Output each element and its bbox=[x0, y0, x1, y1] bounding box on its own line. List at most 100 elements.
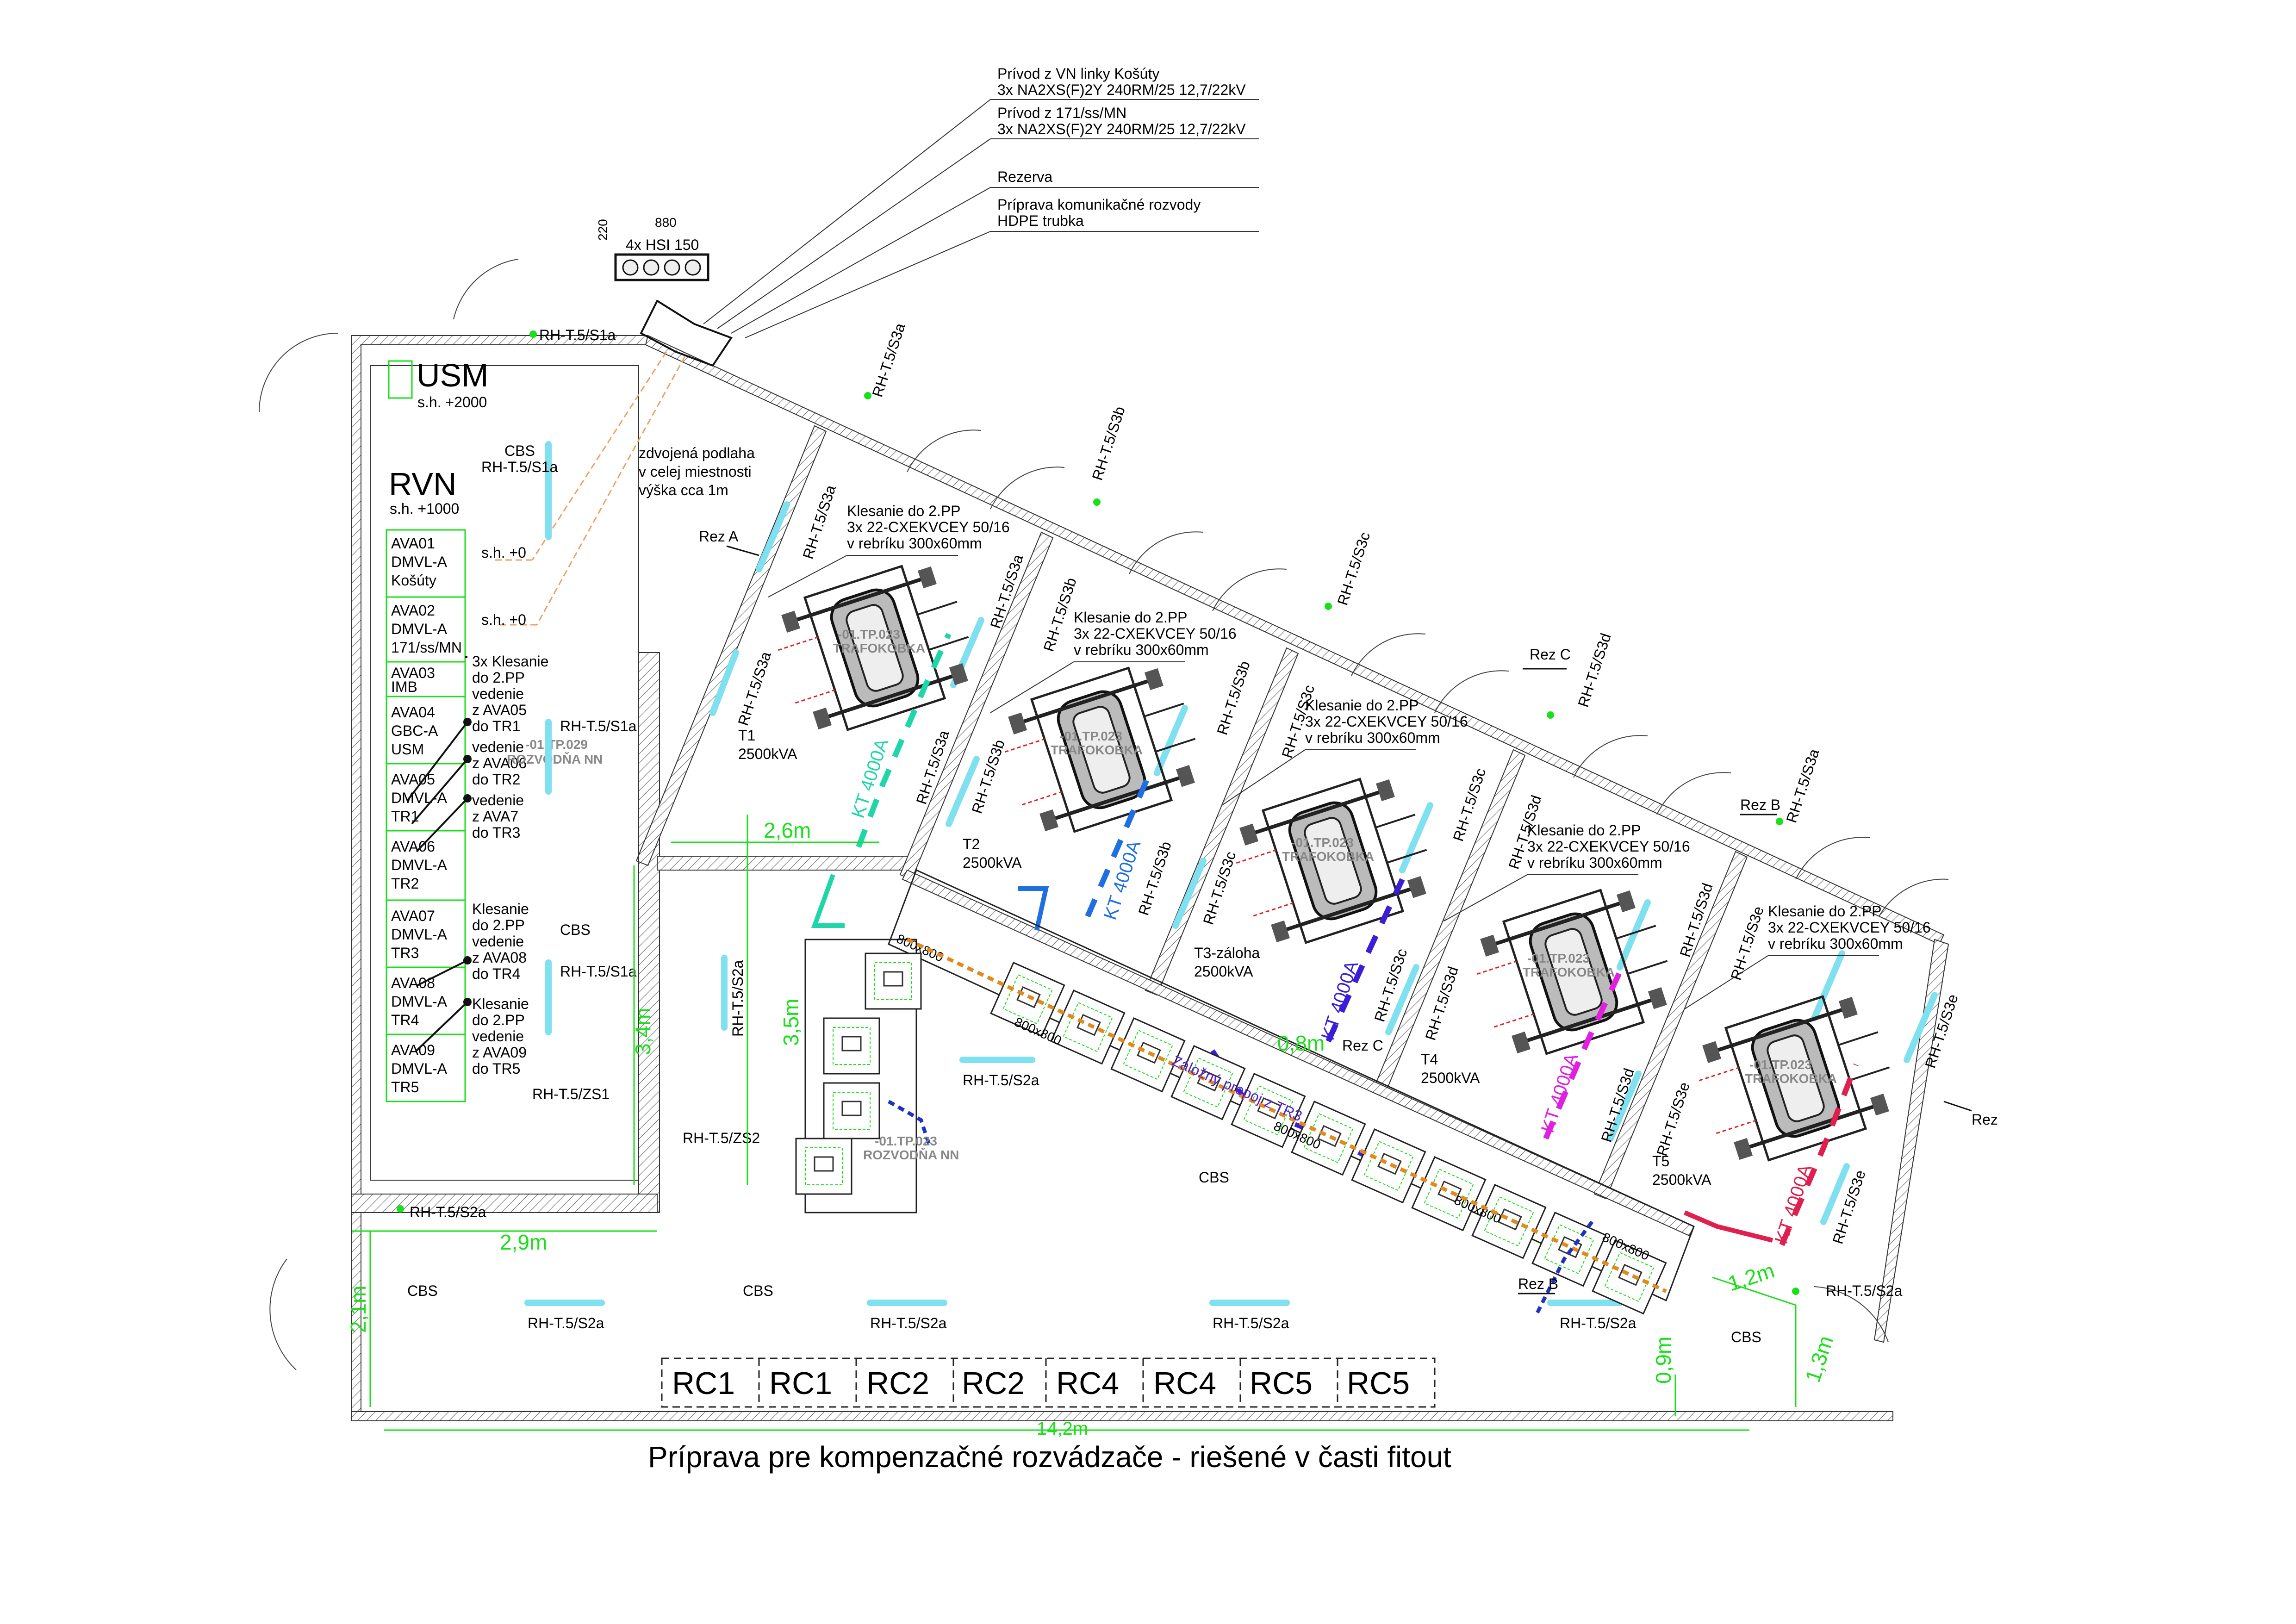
usm-cabinet bbox=[388, 360, 413, 399]
t1-power: 2500kVA bbox=[738, 746, 797, 762]
svg-text:z AVA08: z AVA08 bbox=[472, 949, 527, 966]
transformer-t2[interactable]: -01.TP.023 TRAFOKOBKA T2 2500kVA KT 4000… bbox=[963, 655, 1211, 931]
svg-text:AVA08: AVA08 bbox=[391, 975, 435, 991]
door-swings bbox=[259, 259, 1949, 1370]
building-walls bbox=[351, 335, 1949, 1421]
feeder-2-line2: 3x NA2XS(F)2Y 240RM/25 12,7/22kV bbox=[997, 121, 1246, 137]
t4-power: 2500kVA bbox=[1421, 1070, 1480, 1086]
svg-text:3,4m: 3,4m bbox=[631, 1008, 655, 1055]
svg-text:vedenie: vedenie bbox=[472, 792, 524, 809]
svg-text:RH-T.5/S2a: RH-T.5/S2a bbox=[410, 1204, 486, 1220]
svg-text:Rez: Rez bbox=[1972, 1111, 1998, 1128]
svg-text:RH-T.5/S2a: RH-T.5/S2a bbox=[1213, 1315, 1289, 1332]
svg-text:RH-T.5/S2a: RH-T.5/S2a bbox=[870, 1315, 947, 1332]
transformer-t5[interactable]: -01.TP.023 TRAFOKOBKA T5 2500kVA KT 4000… bbox=[1652, 984, 1905, 1246]
floor-note-2: v celej miestnosti bbox=[639, 463, 752, 480]
svg-text:Rez C: Rez C bbox=[1530, 646, 1571, 663]
svg-text:TR5: TR5 bbox=[391, 1079, 419, 1095]
svg-text:do TR5: do TR5 bbox=[472, 1060, 520, 1077]
svg-text:AVA06: AVA06 bbox=[391, 838, 435, 855]
svg-text:Rez B: Rez B bbox=[1518, 1276, 1558, 1292]
rvn-room-name: RVN bbox=[389, 466, 457, 502]
svg-text:-01.TP.023: -01.TP.023 bbox=[1527, 951, 1590, 965]
t2-power: 2500kVA bbox=[963, 854, 1022, 871]
svg-text:RH-T.5/ZS1: RH-T.5/ZS1 bbox=[532, 1086, 610, 1102]
svg-text:USM: USM bbox=[391, 741, 424, 758]
svg-text:RH-T.5/S3b: RH-T.5/S3b bbox=[1213, 659, 1253, 737]
svg-text:RH-T.5/S2a: RH-T.5/S2a bbox=[528, 1315, 604, 1332]
switchgear-ava02[interactable]: AVA02 DMVL-A 171/ss/MN bbox=[391, 602, 462, 656]
svg-text:RH-T.5/S2a: RH-T.5/S2a bbox=[1560, 1315, 1636, 1332]
svg-text:z AVA06: z AVA06 bbox=[472, 755, 527, 772]
feeder-2-line1: Prívod z 171/ss/MN bbox=[997, 105, 1126, 121]
level-sh0-a: s.h. +0 bbox=[481, 544, 526, 561]
t4-name: T4 bbox=[1421, 1051, 1438, 1068]
svg-text:RH-T.5/S3a: RH-T.5/S3a bbox=[1783, 747, 1822, 825]
duct-height: 220 bbox=[596, 219, 610, 241]
svg-text:do 2.PP: do 2.PP bbox=[472, 1012, 525, 1028]
svg-text:Klesanie do 2.PP: Klesanie do 2.PP bbox=[1074, 609, 1188, 626]
switchgear-ava07[interactable]: AVA07 DMVL-A TR3 bbox=[391, 908, 448, 961]
svg-text:RH-T.5/S1a: RH-T.5/S1a bbox=[539, 327, 616, 343]
cable-duct: 4x HSI 150 880 220 bbox=[596, 215, 733, 367]
svg-text:v rebríku 300x60mm: v rebríku 300x60mm bbox=[1074, 641, 1209, 658]
svg-text:AVA09: AVA09 bbox=[391, 1042, 435, 1058]
svg-text:-01.TP.023: -01.TP.023 bbox=[838, 627, 900, 641]
switchgear-ava09[interactable]: AVA09 DMVL-A TR5 bbox=[391, 1042, 448, 1095]
svg-text:TR1: TR1 bbox=[391, 808, 419, 825]
svg-text:Košúty: Košúty bbox=[391, 572, 436, 589]
svg-text:Klesanie: Klesanie bbox=[472, 996, 529, 1012]
svg-text:IMB: IMB bbox=[391, 678, 417, 695]
svg-text:CBS: CBS bbox=[1199, 1169, 1229, 1186]
svg-text:RH-T.5/ZS2: RH-T.5/ZS2 bbox=[683, 1130, 760, 1146]
svg-text:CBS: CBS bbox=[504, 442, 535, 459]
svg-text:vedenie: vedenie bbox=[472, 933, 524, 950]
svg-text:do 2.PP: do 2.PP bbox=[472, 669, 525, 686]
svg-text:v rebríku 300x60mm: v rebríku 300x60mm bbox=[1768, 935, 1903, 952]
svg-text:2,6m: 2,6m bbox=[764, 818, 811, 842]
tag-markers bbox=[397, 330, 1799, 1295]
switchgear-ava06[interactable]: AVA06 DMVL-A TR2 bbox=[391, 838, 448, 892]
feeder-1-line1: Prívod z VN linky Košúty bbox=[997, 65, 1159, 82]
svg-text:do TR2: do TR2 bbox=[472, 771, 520, 788]
svg-text:-01.TP.023: -01.TP.023 bbox=[1749, 1058, 1812, 1072]
compensation-row: RC1 RC1 RC2 RC2 RC4 RC4 RC5 RC5 bbox=[661, 1357, 1436, 1408]
rc-1: RC1 bbox=[672, 1366, 735, 1401]
feeder-1-line2: 3x NA2XS(F)2Y 240RM/25 12,7/22kV bbox=[997, 81, 1246, 98]
svg-text:v rebríku 300x60mm: v rebríku 300x60mm bbox=[847, 535, 982, 552]
svg-text:RH-T.5/S3d: RH-T.5/S3d bbox=[1574, 631, 1614, 709]
usm-room-name: USM bbox=[417, 357, 489, 393]
svg-text:z AVA05: z AVA05 bbox=[472, 702, 527, 718]
switchgear-ava01[interactable]: AVA01 DMVL-A Košúty bbox=[391, 535, 448, 589]
svg-text:14,2m: 14,2m bbox=[1037, 1419, 1088, 1439]
svg-text:3x 22-CXEKVCEY 50/16: 3x 22-CXEKVCEY 50/16 bbox=[1527, 838, 1690, 855]
cable-trays bbox=[524, 441, 1938, 1306]
svg-text:z AVA7: z AVA7 bbox=[472, 808, 518, 825]
lv-room-code: -01.TP.023 bbox=[875, 1134, 937, 1148]
mv-switchgear: AVA01 DMVL-A Košúty AVA02 DMVL-A 171/ss/… bbox=[386, 529, 466, 1102]
switchgear-ava08[interactable]: AVA08 DMVL-A TR4 bbox=[391, 975, 448, 1028]
rc-5: RC4 bbox=[1056, 1366, 1119, 1401]
svg-text:vedenie: vedenie bbox=[472, 685, 524, 702]
svg-text:CBS: CBS bbox=[743, 1282, 773, 1299]
svg-text:RH-T.5/S3a: RH-T.5/S3a bbox=[734, 650, 774, 728]
svg-text:RH-T.5/S3c: RH-T.5/S3c bbox=[1334, 530, 1373, 607]
level-sh0-b: s.h. +0 bbox=[481, 611, 526, 628]
svg-text:Rez C: Rez C bbox=[1342, 1037, 1383, 1054]
tray-notes: Klesanie do 2.PP 3x 22-CXEKVCEY 50/16 v … bbox=[768, 503, 1931, 1009]
lv-room-name: ROZVODŇA NN bbox=[863, 1148, 959, 1162]
t2-name: T2 bbox=[963, 836, 980, 852]
feeder-4-line1: Príprava komunikačné rozvody bbox=[997, 196, 1201, 213]
svg-text:Klesanie do 2.PP: Klesanie do 2.PP bbox=[1768, 903, 1882, 920]
rc-2: RC1 bbox=[769, 1366, 832, 1401]
svg-text:RH-T.5/S3b: RH-T.5/S3b bbox=[968, 738, 1008, 815]
switchgear-ava04[interactable]: AVA04 GBC-A USM bbox=[391, 704, 438, 758]
switchgear-ava03[interactable]: AVA03 IMB bbox=[391, 665, 435, 695]
t5-name: T5 bbox=[1652, 1153, 1669, 1170]
rc-4: RC2 bbox=[962, 1366, 1025, 1401]
svg-text:Klesanie do 2.PP: Klesanie do 2.PP bbox=[847, 503, 961, 519]
svg-text:TR4: TR4 bbox=[391, 1012, 419, 1028]
svg-text:DMVL-A: DMVL-A bbox=[391, 857, 448, 873]
dimension-labels: 2,6m 3,5m 3,4m 2,9m 2,1m 14,2m 0,9m 1,2m… bbox=[346, 818, 1838, 1439]
t5-power: 2500kVA bbox=[1652, 1171, 1711, 1188]
